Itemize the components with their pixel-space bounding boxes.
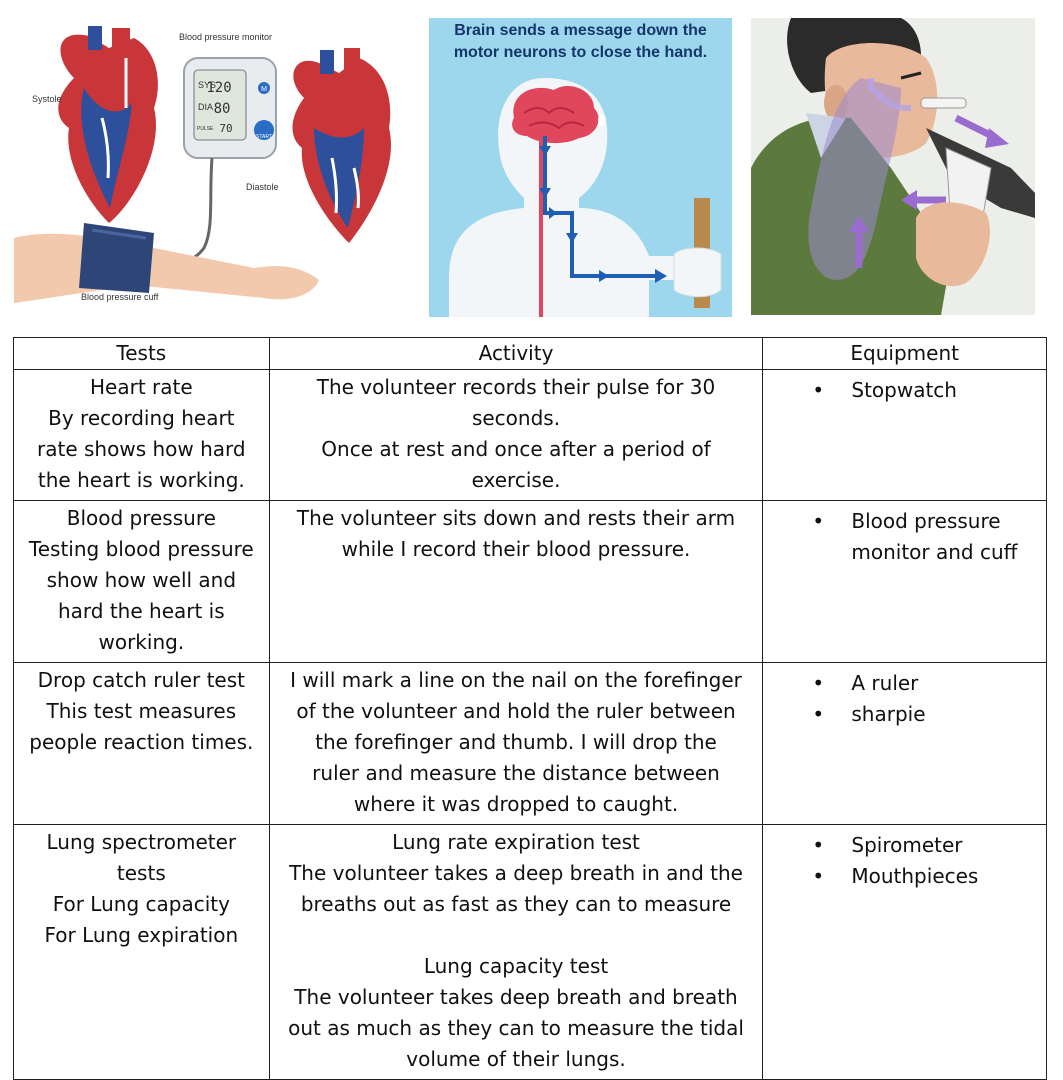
activity-text: of the volunteer and hold the ruler betw…	[296, 699, 736, 723]
activity-text: I will mark a line on the nail on the fo…	[290, 668, 742, 692]
heart-systole-graphic	[58, 26, 158, 223]
arm-with-cuff-graphic	[14, 223, 319, 303]
activity-text: Once at rest and once after a period of	[321, 437, 711, 461]
motor-neuron-illustration: Brain sends a message down the motor neu…	[429, 18, 732, 317]
equipment-list: Spirometer Mouthpieces	[768, 830, 1041, 892]
test-description: This test measures	[46, 699, 237, 723]
test-description: For Lung capacity	[52, 892, 230, 916]
equipment-item: sharpie	[768, 699, 1041, 730]
dia-label: DIA	[198, 102, 213, 112]
test-cell: Heart rate By recording heart rate shows…	[13, 369, 270, 501]
equipment-list: Stopwatch	[768, 375, 1041, 406]
activity-cell: The volunteer records their pulse for 30…	[268, 369, 764, 501]
equipment-item: Blood pressure monitor and cuff	[768, 506, 1041, 568]
test-description: working.	[98, 630, 185, 654]
activity-text: seconds.	[471, 406, 561, 430]
test-title: Blood pressure	[66, 506, 216, 530]
activity-text: out as much as they can to measure the t…	[288, 1016, 744, 1040]
test-title: Heart rate	[90, 375, 193, 399]
equipment-list: A ruler sharpie	[768, 668, 1041, 730]
equipment-cell: Spirometer Mouthpieces	[762, 824, 1047, 1080]
activity-text: while I record their blood pressure.	[341, 537, 691, 561]
test-title: Drop catch ruler test	[37, 668, 245, 692]
activity-text: The volunteer sits down and rests their …	[296, 506, 736, 530]
activity-text: breaths out as fast as they can to measu…	[300, 892, 732, 916]
activity-cell: I will mark a line on the nail on the fo…	[268, 662, 764, 825]
equipment-cell: A ruler sharpie	[762, 662, 1047, 825]
test-description: the heart is working.	[37, 468, 245, 492]
activity-subheading: Lung capacity test	[423, 954, 609, 978]
sys-value: 120	[206, 80, 231, 96]
tests-table: Tests Activity Equipment Heart rate By r…	[13, 337, 1047, 1080]
table-row: Lung spectrometer tests For Lung capacit…	[13, 824, 1047, 1080]
cuff-label: Blood pressure cuff	[81, 292, 159, 302]
test-description: people reaction times.	[29, 730, 254, 754]
test-description: Testing blood pressure	[28, 537, 254, 561]
activity-cell: The volunteer sits down and rests their …	[268, 500, 764, 663]
blood-pressure-drawing: 120 80 70 SYS DIA PULSE M START Blood pr…	[14, 26, 391, 303]
pulse-label: PULSE	[197, 126, 214, 132]
test-cell: Blood pressure Testing blood pressure sh…	[13, 500, 270, 663]
test-description: rate shows how hard	[37, 437, 246, 461]
test-cell: Lung spectrometer tests For Lung capacit…	[13, 824, 270, 1080]
header-activity: Activity	[268, 337, 764, 370]
brain-caption: Brain sends a message down the motor neu…	[453, 22, 708, 61]
table-row: Drop catch ruler test This test measures…	[13, 662, 1047, 825]
m-label: M	[261, 86, 267, 93]
activity-text: ruler and measure the distance between	[312, 761, 720, 785]
activity-text: The volunteer takes deep breath and brea…	[294, 985, 738, 1009]
spacer	[275, 920, 758, 951]
activity-subheading: Lung rate expiration test	[392, 830, 640, 854]
activity-text: volume of their lungs.	[406, 1047, 626, 1071]
equipment-list: Blood pressure monitor and cuff	[768, 506, 1041, 568]
header-tests: Tests	[13, 337, 270, 370]
activity-text: The volunteer records their pulse for 30	[316, 375, 716, 399]
test-description: hard the heart is	[57, 599, 225, 623]
systole-label: Systole	[32, 94, 62, 104]
test-description: show how well and	[46, 568, 237, 592]
test-description: By recording heart	[48, 406, 235, 430]
sys-label: SYS	[198, 80, 216, 90]
monitor-label: Blood pressure monitor	[179, 32, 272, 42]
table-row: Blood pressure Testing blood pressure sh…	[13, 500, 1047, 663]
activity-text: exercise.	[471, 468, 561, 492]
equipment-item: Mouthpieces	[768, 861, 1041, 892]
blood-pressure-illustration: 120 80 70 SYS DIA PULSE M START Blood pr…	[14, 18, 414, 318]
spirometer-illustration	[751, 18, 1035, 315]
test-title: Lung spectrometer	[46, 830, 237, 854]
dia-value: 80	[214, 101, 231, 117]
spirometer-drawing	[751, 18, 1035, 315]
equipment-cell: Stopwatch	[762, 369, 1047, 501]
equipment-item: Stopwatch	[768, 375, 1041, 406]
equipment-item: Spirometer	[768, 830, 1041, 861]
start-label: START	[256, 134, 272, 140]
activity-text: where it was dropped to caught.	[353, 792, 679, 816]
diastole-label: Diastole	[246, 182, 279, 192]
motor-neuron-drawing	[449, 78, 722, 317]
table-row: Heart rate By recording heart rate shows…	[13, 369, 1047, 501]
activity-cell: Lung rate expiration test The volunteer …	[268, 824, 764, 1080]
test-description: For Lung expiration	[44, 923, 239, 947]
equipment-cell: Blood pressure monitor and cuff	[762, 500, 1047, 663]
blood-pressure-monitor-graphic: 120 80 70 SYS DIA PULSE M START	[183, 57, 277, 159]
table-header-row: Tests Activity Equipment	[13, 337, 1047, 370]
test-title: tests	[116, 861, 166, 885]
test-cell: Drop catch ruler test This test measures…	[13, 662, 270, 825]
equipment-item: A ruler	[768, 668, 1041, 699]
heart-diastole-graphic	[292, 48, 391, 243]
pulse-value: 70	[219, 122, 232, 135]
activity-text: The volunteer takes a deep breath in and…	[289, 861, 743, 885]
activity-text: the forefinger and thumb. I will drop th…	[315, 730, 717, 754]
header-equipment: Equipment	[762, 337, 1047, 370]
